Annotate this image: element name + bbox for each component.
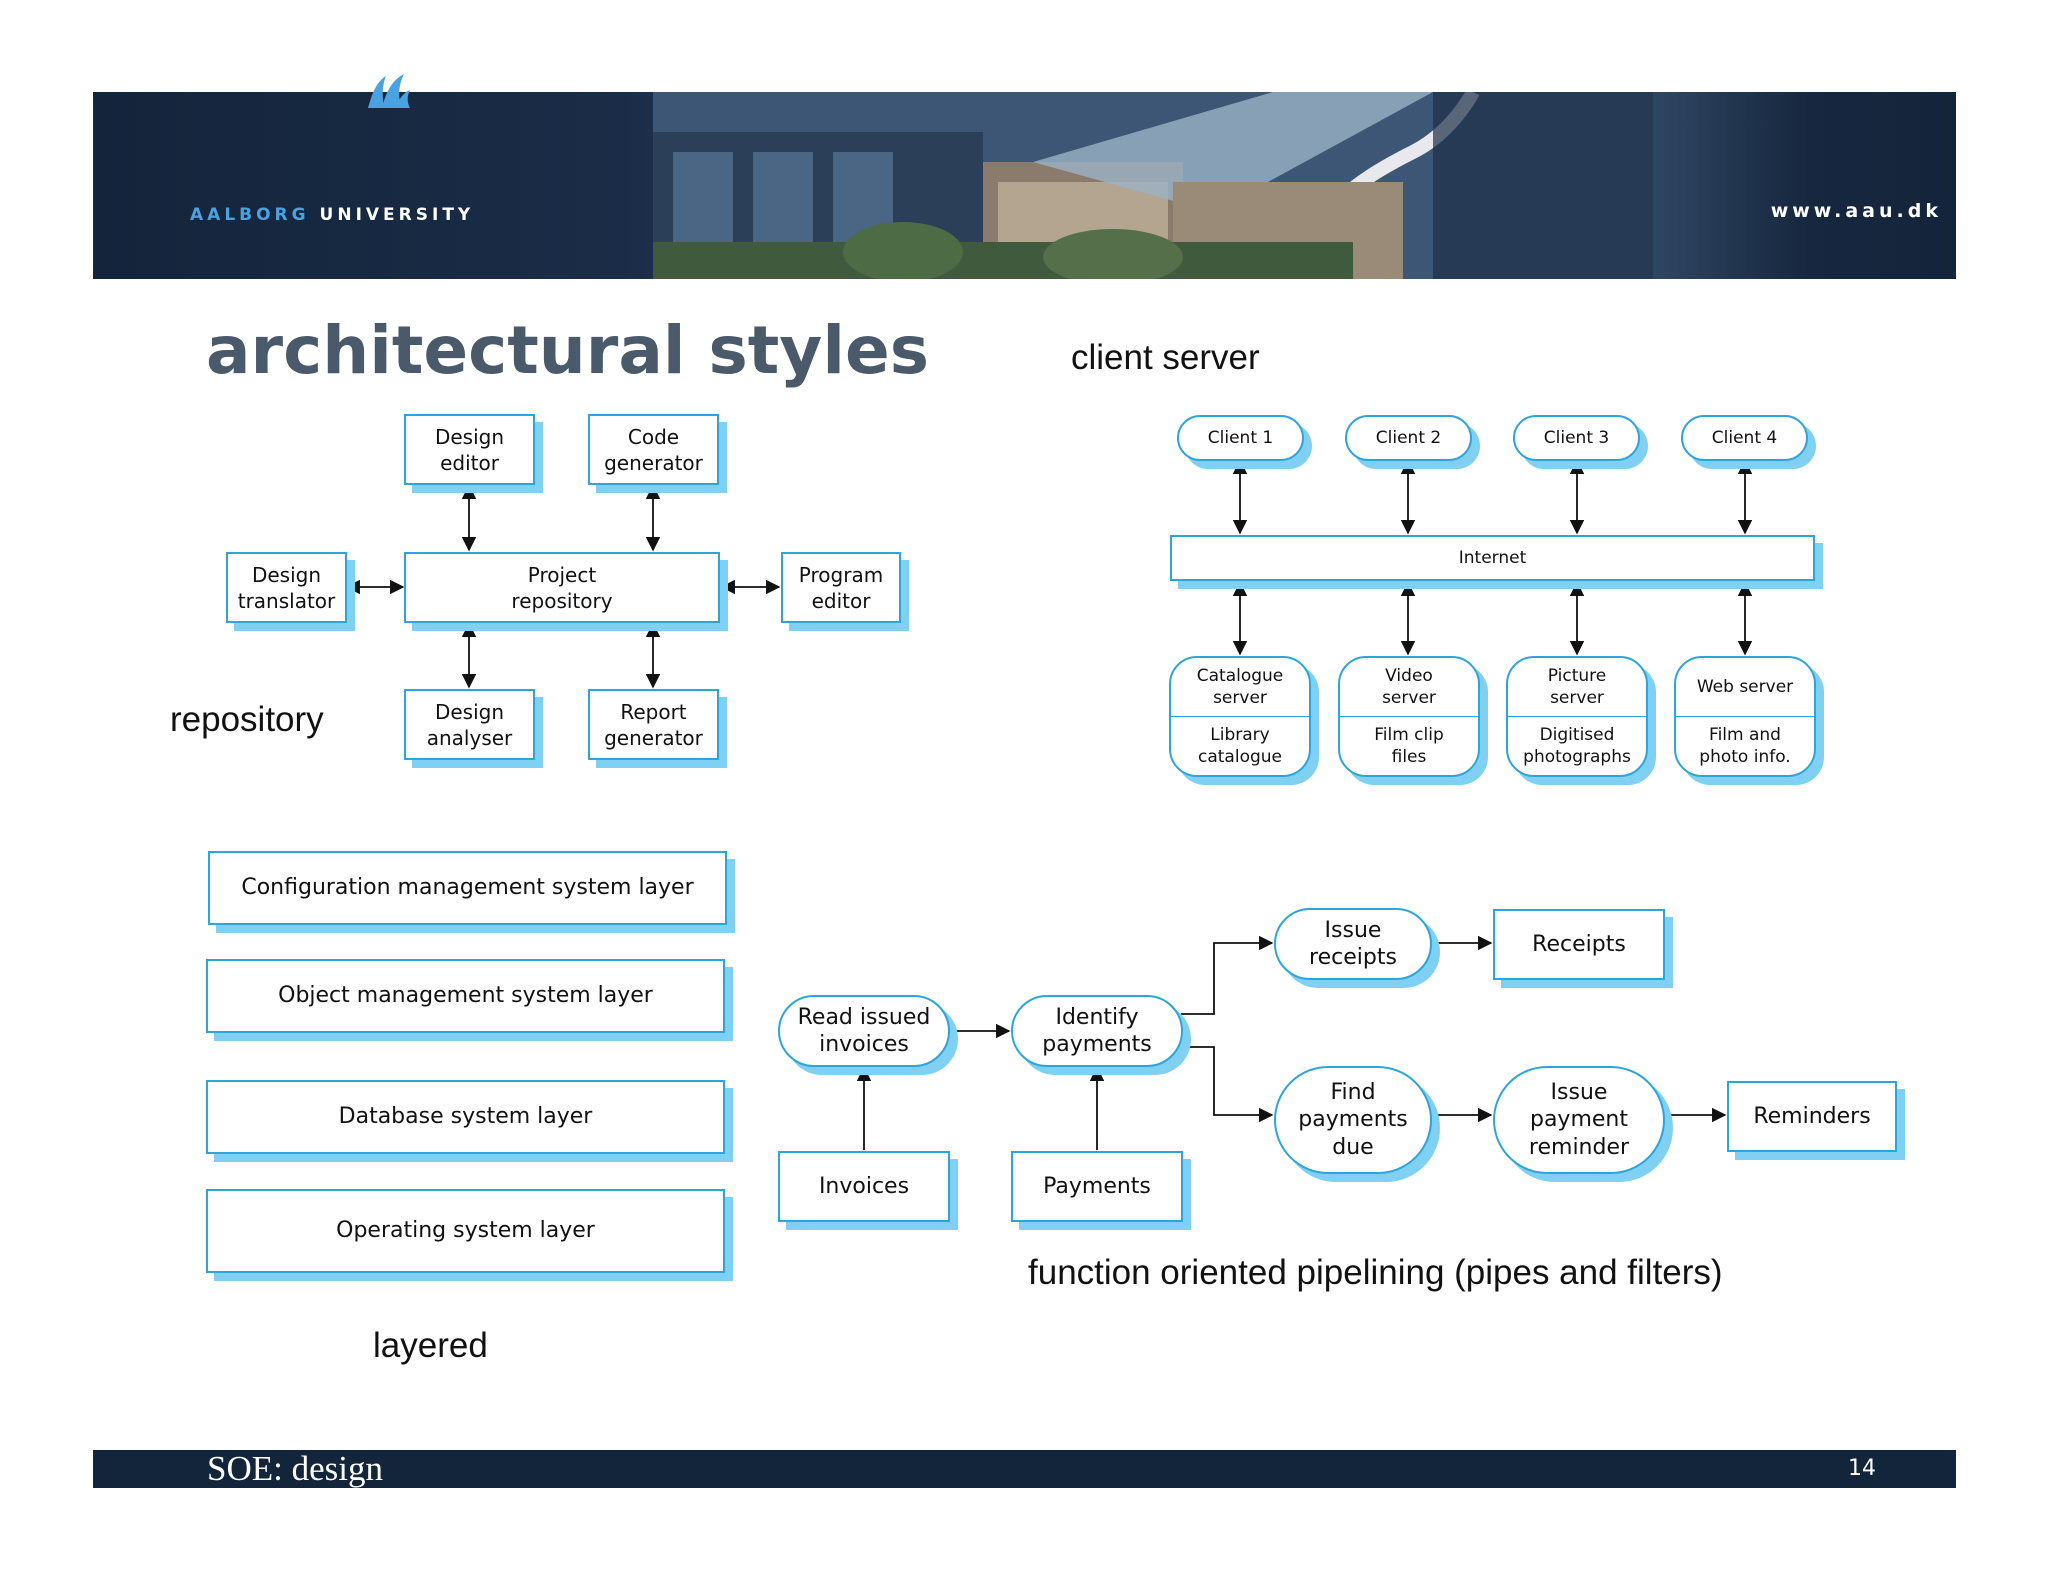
client-1: Client 1 <box>1177 415 1304 461</box>
server-picture-store: Digitised photographs <box>1523 724 1631 767</box>
aau-logo-text: AALBORG UNIVERSITY <box>190 205 474 225</box>
box-design-editor: Design editor <box>404 414 535 485</box>
server-video-name: Video server <box>1340 658 1478 717</box>
layer-object-management: Object management system layer <box>206 959 725 1033</box>
label-client-server: client server <box>1071 338 1260 377</box>
box-report-generator: Report generator <box>588 689 719 760</box>
server-catalogue-name: Catalogue server <box>1171 658 1309 717</box>
server-catalogue-store: Library catalogue <box>1198 724 1282 767</box>
client-4: Client 4 <box>1681 415 1808 461</box>
box-design-analyser: Design analyser <box>404 689 535 760</box>
server-web-name: Web server <box>1676 658 1814 717</box>
box-code-generator: Code generator <box>588 414 719 485</box>
header-banner <box>93 92 1956 279</box>
layer-configuration-management: Configuration management system layer <box>208 851 727 925</box>
client-3: Client 3 <box>1513 415 1640 461</box>
header-url[interactable]: www.aau.dk <box>1770 200 1942 222</box>
campus-photo <box>653 92 1653 279</box>
input-invoices: Invoices <box>778 1151 950 1222</box>
filter-issue-receipts: Issue receipts <box>1274 908 1432 980</box>
layer-database-system: Database system layer <box>206 1080 725 1154</box>
client-2: Client 2 <box>1345 415 1472 461</box>
filter-identify-payments: Identify payments <box>1011 995 1183 1067</box>
server-video: Video server Film clip files <box>1338 656 1480 777</box>
output-reminders: Reminders <box>1727 1081 1897 1152</box>
box-design-translator: Design translator <box>226 552 347 623</box>
server-catalogue: Catalogue server Library catalogue <box>1169 656 1311 777</box>
layer-operating-system: Operating system layer <box>206 1189 725 1273</box>
filter-issue-payment-reminder: Issue payment reminder <box>1493 1066 1665 1174</box>
server-picture-name: Picture server <box>1508 658 1646 717</box>
label-pipes-and-filters: function oriented pipelining (pipes and … <box>1028 1253 1723 1292</box>
server-video-store: Film clip files <box>1374 724 1444 767</box>
filter-read-issued-invoices: Read issued invoices <box>778 995 950 1067</box>
server-web-store: Film and photo info. <box>1699 724 1791 767</box>
logo-word-aalborg: AALBORG <box>190 205 310 225</box>
internet-bus: Internet <box>1170 535 1815 581</box>
label-repository: repository <box>170 700 324 739</box>
label-layered: layered <box>373 1326 488 1365</box>
box-program-editor: Program editor <box>781 552 901 623</box>
aau-logo-icon <box>368 74 410 108</box>
page-number: 14 <box>1848 1456 1876 1481</box>
input-payments: Payments <box>1011 1151 1183 1222</box>
filter-find-payments-due: Find payments due <box>1274 1066 1432 1174</box>
box-project-repository: Project repository <box>404 552 720 623</box>
footer-bar: SOE: design 14 <box>93 1450 1956 1488</box>
footer-course-title: SOE: design <box>207 1449 383 1488</box>
page-title: architectural styles <box>206 312 930 389</box>
output-receipts: Receipts <box>1493 909 1665 980</box>
server-web: Web server Film and photo info. <box>1674 656 1816 777</box>
logo-word-university: UNIVERSITY <box>319 205 475 225</box>
server-picture: Picture server Digitised photographs <box>1506 656 1648 777</box>
